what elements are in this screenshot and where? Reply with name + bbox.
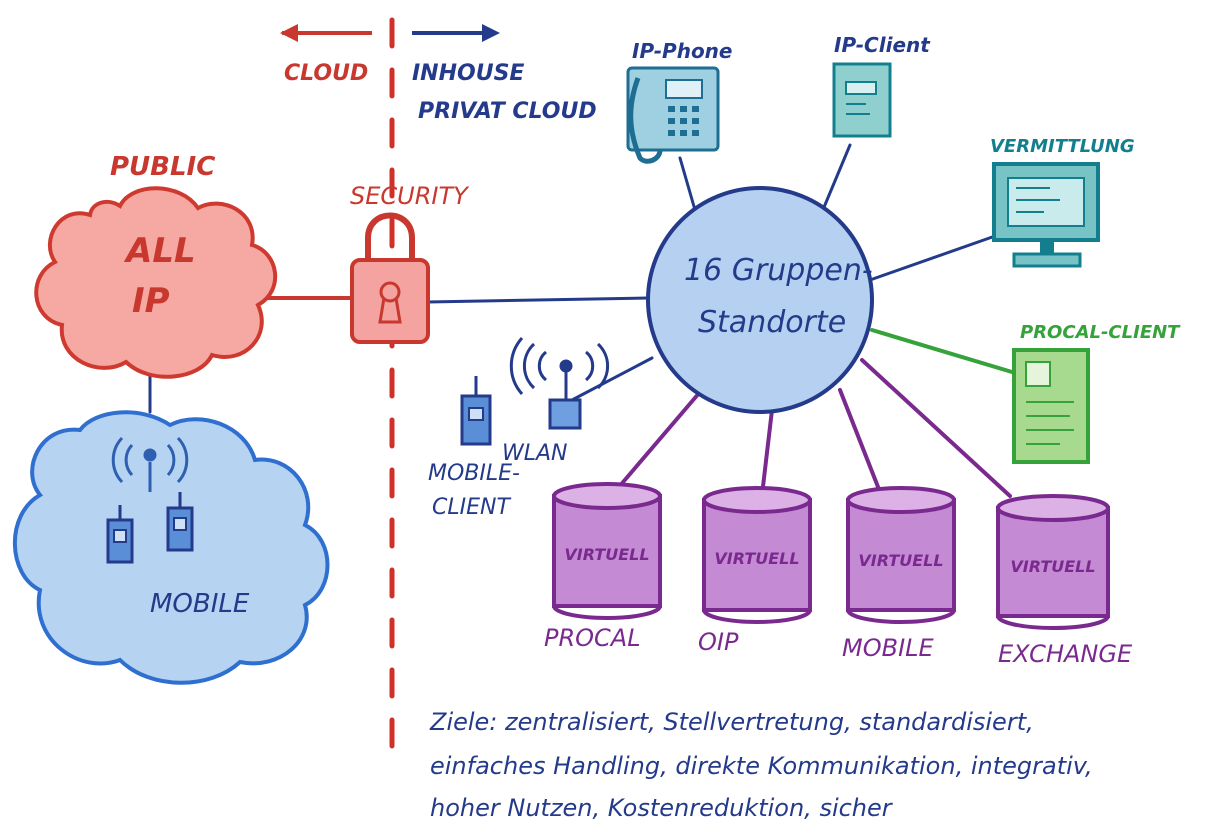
procal-client-icon <box>1012 348 1090 464</box>
wlan-label: WLAN <box>502 441 568 466</box>
all-ip-line2: IP <box>132 281 170 321</box>
server-mobile-tag: VIRTUELL <box>858 551 943 570</box>
header-arrows <box>280 24 500 42</box>
public-label: PUBLIC <box>110 152 215 182</box>
connection-lines <box>148 143 1014 498</box>
line-security-to-hub <box>426 296 650 304</box>
line-hub-to-ip-client <box>820 143 852 214</box>
server-exchange <box>996 494 1110 630</box>
server-exchange-name: EXCHANGE <box>998 640 1133 668</box>
mobile-device-icon-2 <box>166 492 194 552</box>
line-hub-to-server-mobile <box>838 388 882 494</box>
goals-line-3: hoher Nutzen, Kostenreduktion, sicher <box>430 794 894 822</box>
inhouse-label: INHOUSE <box>412 61 524 86</box>
all-ip-line1: ALL <box>123 231 196 271</box>
mobile-client-device-icon <box>460 376 492 446</box>
line-hub-to-wlan <box>570 356 654 402</box>
server-procal-tag: VIRTUELL <box>564 545 649 564</box>
mobile-client-label-line2: CLIENT <box>432 495 511 520</box>
vermittlung-label: VERMITTLUNG <box>990 136 1135 157</box>
procal-client-label: PROCAL-CLIENT <box>1020 322 1181 343</box>
hub-circle <box>646 186 874 414</box>
server-mobile-name: MOBILE <box>842 634 935 662</box>
server-oip <box>702 486 812 624</box>
goals-line-2: einfaches Handling, direkte Kommunikatio… <box>430 752 1093 780</box>
security-label: SECURITY <box>350 182 470 210</box>
server-mobile <box>846 486 956 624</box>
cloud-side-label: CLOUD <box>284 61 368 86</box>
ip-client-label: IP-Client <box>834 33 931 57</box>
line-hub-to-server-oip <box>760 408 774 497</box>
mobile-cloud-antenna-icon <box>111 436 189 492</box>
ip-client-icon <box>832 62 892 138</box>
mobile-client-label-line1: MOBILE- <box>428 461 520 486</box>
line-hub-to-vermittlung <box>868 233 1000 282</box>
server-oip-tag: VIRTUELL <box>714 549 799 568</box>
arrow-right-icon <box>482 24 500 42</box>
server-procal <box>552 482 662 620</box>
server-procal-name: PROCAL <box>544 624 641 652</box>
goals-line-1: Ziele: zentralisiert, Stellvertretung, s… <box>429 708 1034 736</box>
hub-line1: 16 Gruppen- <box>684 253 873 288</box>
vermittlung-monitor-icon <box>992 162 1100 268</box>
line-hub-to-procal-client <box>870 328 1014 374</box>
hub-line2: Standorte <box>698 305 846 340</box>
ip-phone-label: IP-Phone <box>632 39 733 63</box>
server-exchange-tag: VIRTUELL <box>1010 557 1095 576</box>
privat-cloud-label: PRIVAT CLOUD <box>418 99 597 124</box>
line-hub-to-server-exchange <box>860 358 1012 498</box>
ip-phone-icon <box>626 66 720 164</box>
mobile-cloud-label: MOBILE <box>150 589 250 619</box>
wlan-antenna-icon <box>509 337 610 400</box>
public-cloud <box>34 186 278 379</box>
mobile-device-icon-1 <box>106 505 134 564</box>
security-lock-icon <box>350 212 430 344</box>
line-hub-to-server-procal <box>616 390 702 490</box>
arrow-left-icon <box>280 24 298 42</box>
line-hub-to-ip-phone <box>678 156 697 212</box>
wlan-access-point-icon <box>548 398 582 430</box>
server-oip-name: OIP <box>698 628 739 656</box>
